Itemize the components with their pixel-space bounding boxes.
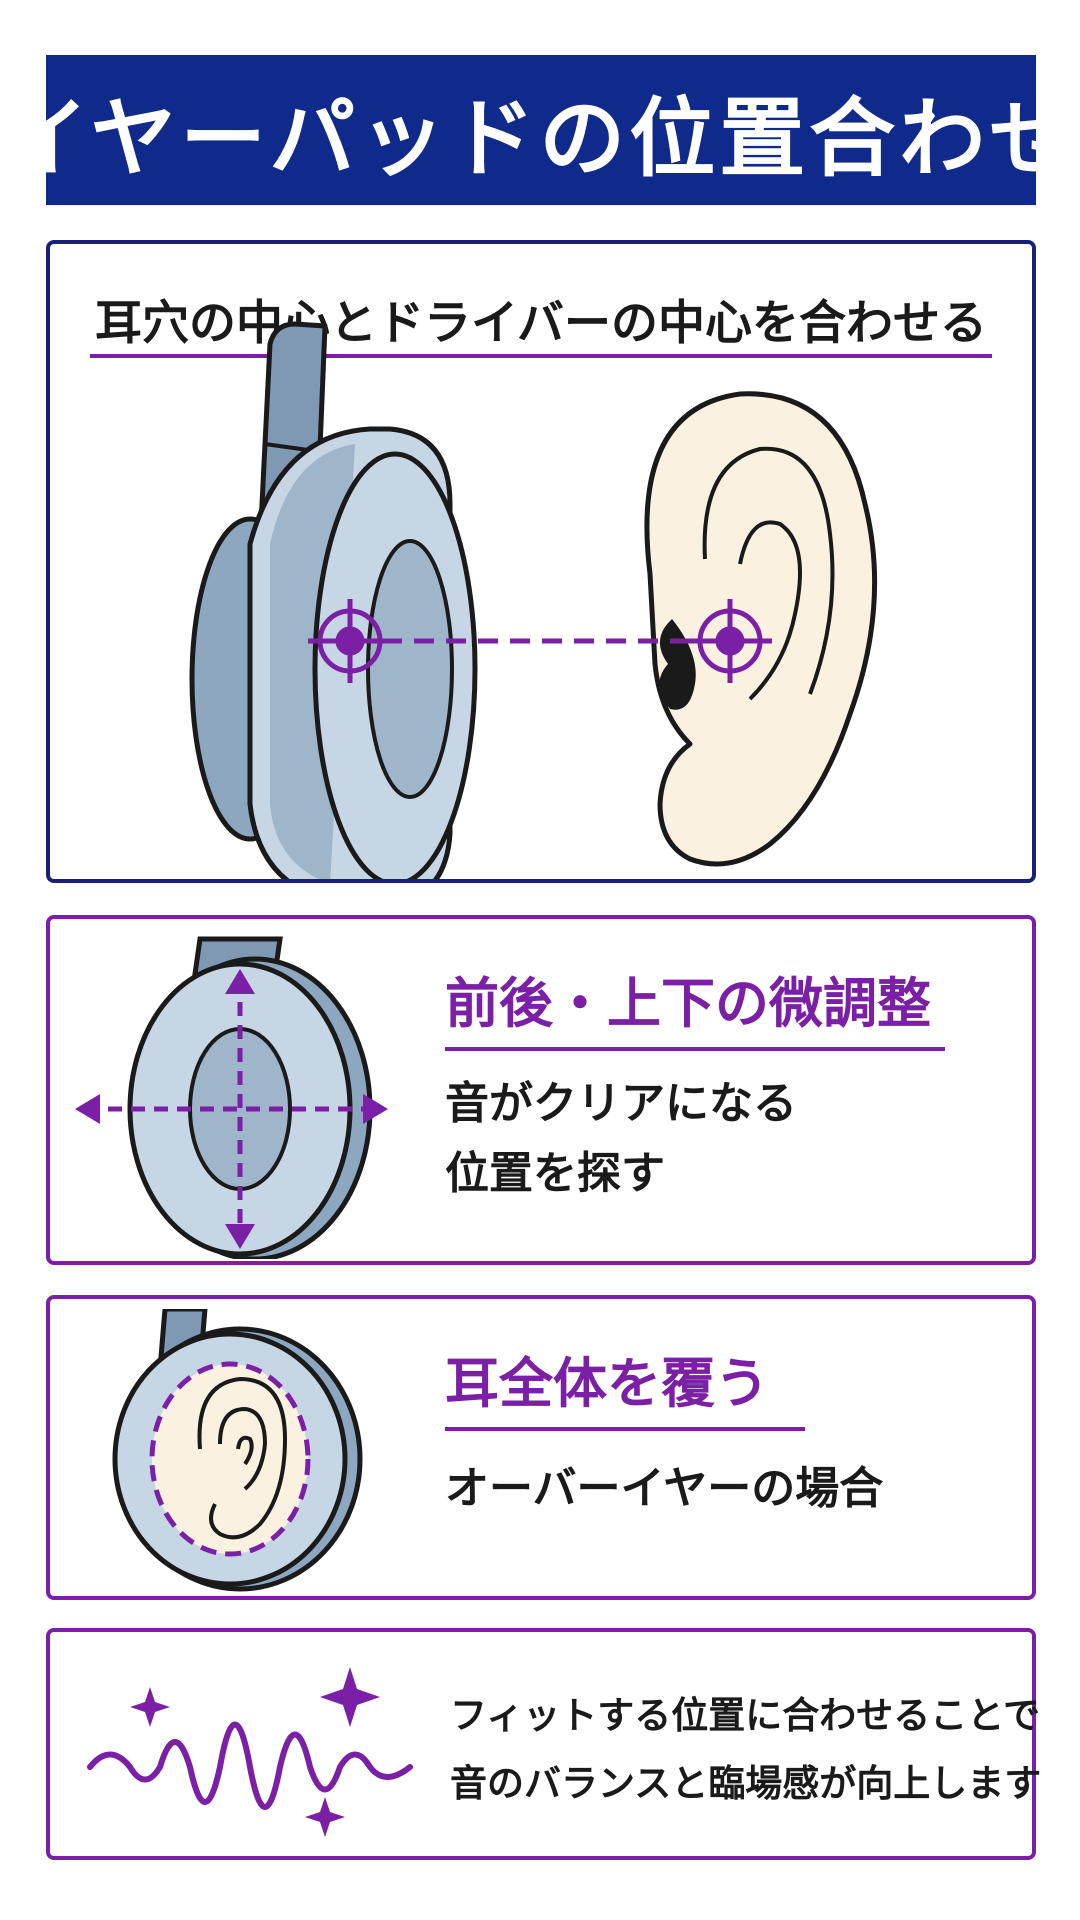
adjust-illustration bbox=[75, 936, 388, 1259]
sound-wave-illustration bbox=[87, 1667, 413, 1837]
ear-icon bbox=[197, 1376, 288, 1540]
sparkle-icon bbox=[130, 1687, 170, 1727]
cover-heading-underline bbox=[445, 1427, 805, 1431]
alignment-illustration bbox=[189, 321, 878, 879]
pad-crosshair-icon bbox=[308, 599, 392, 683]
adjust-body: 音がクリアになる 位置を探す bbox=[445, 1069, 797, 1209]
sound-wave-icon bbox=[87, 1721, 413, 1810]
alignment-heading-underline bbox=[90, 354, 992, 358]
cover-heading: 耳全体を覆う bbox=[445, 1352, 769, 1415]
summary-text: フィットする位置に合わせることで 音のバランスと臨場感が向上します bbox=[450, 1682, 1041, 1818]
sparkle-icon bbox=[305, 1797, 345, 1837]
cover-body: オーバーイヤーの場合 bbox=[445, 1463, 884, 1514]
summary-line-2: 音のバランスと臨場感が向上します bbox=[450, 1762, 1042, 1805]
adjust-heading-underline bbox=[445, 1047, 945, 1051]
title-banner: イヤーパッドの位置合わせ bbox=[3, 55, 1075, 205]
cover-card: 耳全体を覆う オーバーイヤーの場合 bbox=[46, 1295, 1036, 1600]
page-title: イヤーパッドの位置合わせ bbox=[2, 88, 1080, 189]
cover-illustration bbox=[112, 1309, 363, 1592]
headphone-icon bbox=[189, 321, 478, 879]
summary-line-1: フィットする位置に合わせることで bbox=[450, 1694, 1041, 1737]
adjust-body-line-1: 音がクリアになる bbox=[445, 1078, 797, 1129]
alignment-card: 耳穴の中心とドライバーの中心を合わせる bbox=[46, 240, 1036, 883]
alignment-heading: 耳穴の中心とドライバーの中心を合わせる bbox=[94, 296, 988, 351]
ear-icon bbox=[644, 391, 878, 867]
earpad-over-ear-icon bbox=[112, 1309, 363, 1592]
adjust-card: 前後・上下の微調整 音がクリアになる 位置を探す bbox=[46, 915, 1036, 1265]
summary-card: フィットする位置に合わせることで 音のバランスと臨場感が向上します bbox=[46, 1628, 1041, 1860]
sparkle-icon bbox=[320, 1667, 380, 1727]
move-arrows-icon bbox=[75, 969, 388, 1249]
adjust-heading: 前後・上下の微調整 bbox=[445, 972, 931, 1035]
adjust-body-line-2: 位置を探す bbox=[445, 1148, 665, 1199]
ear-crosshair-icon bbox=[688, 599, 772, 683]
